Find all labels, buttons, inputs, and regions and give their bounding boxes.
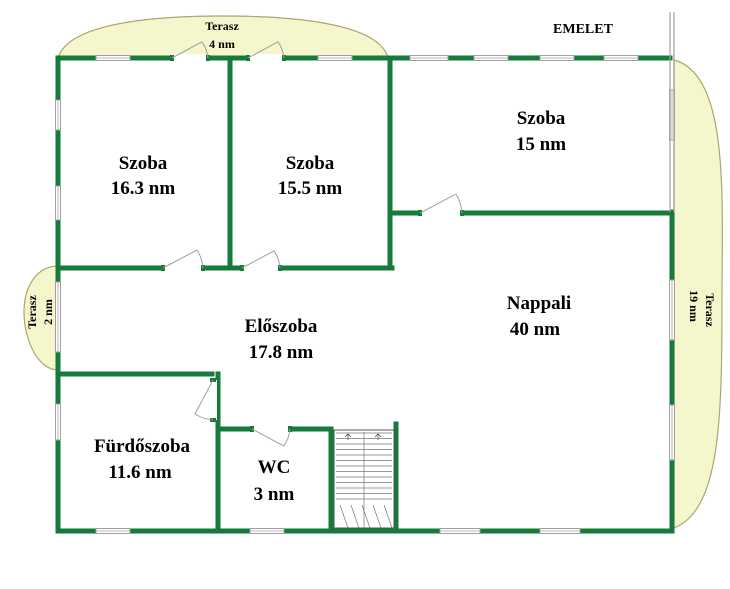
room-szoba-3-name: Szoba (517, 108, 566, 129)
room-nappali-area: 40 nm (510, 319, 560, 340)
stair-winder (339, 504, 349, 529)
terrace-top-area: 4 nm (209, 37, 235, 51)
room-eloszoba-area: 17.8 nm (249, 342, 314, 363)
terrace-right-area: 19 nm (687, 290, 701, 322)
room-szoba-2-name: Szoba (286, 153, 335, 174)
terrace-left-shape (23, 265, 59, 371)
door-gap (248, 54, 284, 62)
room-furdoszoba-area: 11.6 nm (108, 462, 172, 483)
room-wc-name: WC (258, 457, 291, 478)
door-gap (209, 380, 217, 420)
door-swing (241, 250, 281, 269)
room-furdoszoba-name: Fürdőszoba (94, 436, 191, 457)
room-szoba-1-area: 16.3 nm (111, 178, 176, 199)
stair-winder (361, 504, 371, 529)
stair-arrow (344, 433, 352, 440)
door-swing (171, 41, 209, 59)
staircase (333, 429, 395, 529)
terrace-right-shape (673, 59, 723, 529)
stair-winder (372, 504, 382, 529)
windows (55, 12, 675, 534)
doors (161, 41, 464, 447)
stair-arrow (374, 433, 382, 440)
door-swing (251, 428, 291, 447)
door-swing (419, 193, 463, 214)
room-wc-area: 3 nm (254, 484, 295, 505)
terrace-right-name: Terasz (703, 293, 717, 327)
terrace-left-name: Terasz (25, 295, 39, 329)
room-szoba-3-area: 15 nm (516, 134, 566, 155)
terrace-left-area: 2 nm (41, 299, 55, 325)
room-eloszoba-name: Előszoba (245, 316, 318, 337)
stair-winder (350, 504, 360, 529)
door-swing (247, 41, 285, 59)
stair-winder (383, 504, 393, 529)
room-nappali-name: Nappali (507, 293, 571, 314)
door-gap (172, 54, 208, 62)
plan-title: EMELET (553, 22, 614, 37)
door-gap (242, 264, 280, 272)
door-gap (163, 264, 203, 272)
walls (55, 55, 675, 534)
room-szoba-1-name: Szoba (119, 153, 168, 174)
door-swing (162, 249, 204, 269)
door-swing (194, 379, 214, 421)
terrace-top-shape (57, 15, 389, 59)
door-gap (252, 425, 290, 433)
terrace-top-name: Terasz (205, 19, 239, 33)
door-gap (420, 209, 462, 217)
room-szoba-2-area: 15.5 nm (278, 178, 343, 199)
